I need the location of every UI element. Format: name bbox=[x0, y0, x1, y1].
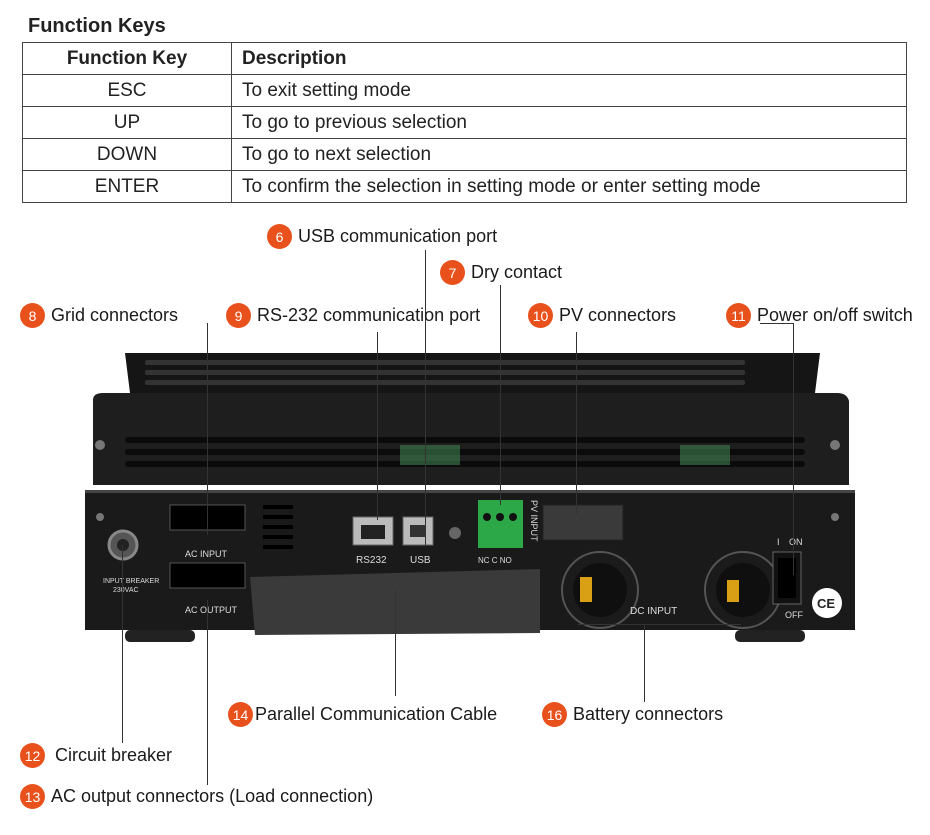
callout-battery-connectors: 16 Battery connectors bbox=[542, 702, 723, 727]
table-row: UP To go to previous selection bbox=[22, 106, 907, 139]
table-row: ENTER To confirm the selection in settin… bbox=[22, 170, 907, 203]
leader-line-ac-output bbox=[207, 600, 208, 785]
callout-label: Circuit breaker bbox=[55, 745, 173, 765]
function-keys-table: Function Key Description ESC To exit set… bbox=[22, 42, 907, 203]
callout-number-badge: 12 bbox=[20, 743, 45, 768]
page-heading: Function Keys bbox=[28, 15, 166, 37]
leader-line-breaker bbox=[122, 545, 123, 743]
callout-number-badge: 11 bbox=[726, 303, 751, 328]
leader-line-battery-h bbox=[578, 624, 741, 625]
leader-line-parallel bbox=[395, 590, 396, 696]
leader-line-rs232 bbox=[377, 332, 378, 520]
callout-rs232-port: 9 RS-232 communication port bbox=[226, 303, 480, 328]
callout-usb-port: 6 USB communication port bbox=[267, 224, 497, 249]
function-key-cell: ESC bbox=[22, 74, 232, 107]
callout-label: Parallel Communication Cable bbox=[255, 704, 498, 724]
switch-on-mark: I bbox=[777, 537, 780, 547]
callout-parallel-cable: 14 Parallel Communication Cable bbox=[228, 702, 497, 727]
inverter-rear-panel-illustration: AC INPUT AC OUTPUT RS232 USB NC C NO PV … bbox=[85, 353, 855, 642]
callout-dry-contact: 7 Dry contact bbox=[440, 260, 562, 285]
callout-label: PV connectors bbox=[559, 305, 677, 325]
switch-off-label: OFF bbox=[785, 610, 803, 620]
switch-on-label: ON bbox=[789, 537, 803, 547]
callout-ac-output: 13 AC output connectors (Load connection… bbox=[20, 784, 373, 809]
callout-label: Power on/off switch bbox=[757, 305, 913, 325]
description-cell: To exit setting mode bbox=[231, 74, 907, 107]
column-header-description: Description bbox=[231, 42, 907, 75]
callout-grid-connectors: 8 Grid connectors bbox=[20, 303, 178, 328]
callout-circuit-breaker: 12 Circuit breaker bbox=[20, 743, 172, 768]
ac-output-label: AC OUTPUT bbox=[185, 605, 238, 615]
leader-line-battery bbox=[644, 624, 645, 702]
callout-label: RS-232 communication port bbox=[257, 305, 481, 325]
leader-line-grid bbox=[207, 323, 208, 535]
table-header-row: Function Key Description bbox=[22, 42, 907, 75]
callout-number-badge: 14 bbox=[228, 702, 253, 727]
description-cell: To go to next selection bbox=[231, 138, 907, 171]
pv-input-label: PV INPUT bbox=[529, 500, 539, 542]
dry-contact-label: NC C NO bbox=[478, 556, 512, 565]
dc-input-label: DC INPUT bbox=[630, 606, 677, 617]
usb-label: USB bbox=[410, 555, 431, 566]
callout-label: Dry contact bbox=[471, 262, 563, 282]
function-key-cell: DOWN bbox=[22, 138, 232, 171]
rs232-label: RS232 bbox=[356, 555, 387, 566]
ce-mark: CE bbox=[817, 596, 835, 611]
callout-number-badge: 13 bbox=[20, 784, 45, 809]
callout-label: USB communication port bbox=[298, 226, 498, 246]
leader-line-power-h bbox=[760, 323, 793, 324]
breaker-rating-label: 230VAC bbox=[113, 587, 139, 594]
callout-number-badge: 8 bbox=[20, 303, 45, 328]
callout-label: AC output connectors (Load connection) bbox=[51, 786, 374, 806]
callout-number-badge: 9 bbox=[226, 303, 251, 328]
callout-label: Grid connectors bbox=[51, 305, 179, 325]
callout-number-badge: 16 bbox=[542, 702, 567, 727]
description-cell: To go to previous selection bbox=[231, 106, 907, 139]
table-row: DOWN To go to next selection bbox=[22, 138, 907, 171]
callout-number-badge: 7 bbox=[440, 260, 465, 285]
leader-line-usb bbox=[425, 250, 426, 545]
table-row: ESC To exit setting mode bbox=[22, 74, 907, 107]
leader-line-dry-contact bbox=[500, 285, 501, 505]
callout-number-badge: 6 bbox=[267, 224, 292, 249]
callout-number-badge: 10 bbox=[528, 303, 553, 328]
leader-line-pv bbox=[576, 332, 577, 514]
column-header-function-key: Function Key bbox=[22, 42, 232, 75]
input-breaker-label: INPUT BREAKER bbox=[103, 578, 159, 585]
leader-line-power bbox=[793, 323, 794, 575]
callout-pv-connectors: 10 PV connectors bbox=[528, 303, 676, 328]
callout-label: Battery connectors bbox=[573, 704, 724, 724]
function-key-cell: UP bbox=[22, 106, 232, 139]
callout-power-switch: 11 Power on/off switch bbox=[726, 303, 913, 328]
description-cell: To confirm the selection in setting mode… bbox=[231, 170, 907, 203]
function-key-cell: ENTER bbox=[22, 170, 232, 203]
ac-input-label: AC INPUT bbox=[185, 549, 228, 559]
